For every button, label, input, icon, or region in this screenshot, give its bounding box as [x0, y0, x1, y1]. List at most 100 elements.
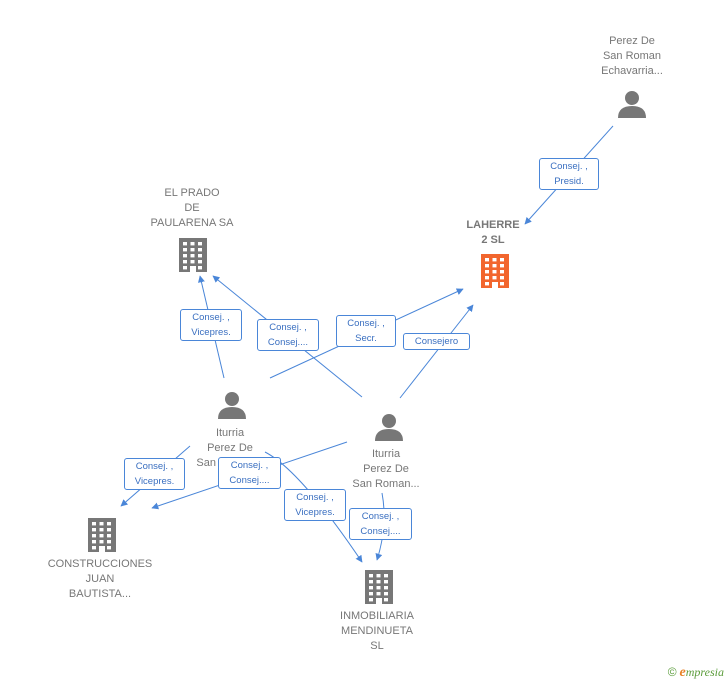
edge-line-iturria2-laherre — [399, 304, 474, 399]
node-label-inmobiliaria[interactable]: INMOBILIARIA MENDINUETA SL — [322, 609, 432, 654]
building-window — [92, 540, 96, 544]
node-label-perez-echavarria[interactable]: Perez De San Roman Echavarria... — [582, 34, 682, 79]
building-window — [384, 592, 388, 596]
person-icon[interactable] — [618, 91, 646, 118]
edge-label-line: Consej. , — [361, 511, 400, 522]
node-label-line: EL PRADO — [164, 187, 220, 199]
edge-label-consej-consej-construcciones[interactable]: Consej. , Consej.... — [218, 457, 281, 489]
building-icon[interactable] — [365, 570, 393, 604]
building-door — [190, 266, 196, 272]
edge-label-line: Consej. , — [192, 312, 230, 323]
edge-label-line: Vicepres. — [191, 327, 231, 338]
building-icon[interactable] — [88, 518, 116, 552]
icons-layer — [88, 91, 646, 604]
edge-label-consej-vicepres-inmobiliaria[interactable]: Consej. , Vicepres. — [284, 489, 346, 521]
building-window — [376, 592, 381, 596]
edge-label-consej-vicepres-elprado[interactable]: Consej. , Vicepres. — [180, 309, 242, 341]
empresia-watermark: ©empresia — [668, 665, 724, 681]
building-door — [492, 282, 498, 288]
node-label-line: Perez De — [207, 442, 253, 454]
person-icon[interactable] — [218, 392, 246, 419]
edge-label-line: Consej. , — [347, 318, 385, 329]
person-head — [382, 414, 396, 428]
edge-label-consej-consej-elprado[interactable]: Consej. , Consej.... — [257, 319, 319, 351]
node-label-construcciones[interactable]: CONSTRUCCIONES JUAN BAUTISTA... — [40, 557, 160, 602]
building-window — [107, 540, 111, 544]
building-window — [384, 586, 388, 590]
building-icon[interactable] — [179, 238, 207, 272]
building-window — [183, 266, 187, 270]
building-window — [492, 270, 497, 274]
building-window — [485, 264, 489, 268]
person-head — [225, 392, 239, 406]
node-label-line: San Roman... — [352, 478, 420, 490]
building-window — [190, 254, 195, 258]
edge-label-consejero[interactable]: Consejero — [403, 333, 470, 350]
node-label-line: JUAN — [85, 573, 115, 585]
person-icon[interactable] — [375, 414, 403, 441]
edge-label-consej-secr[interactable]: Consej. , Secr. — [336, 315, 396, 347]
building-window — [99, 522, 104, 526]
brand-name: mpresia — [685, 665, 724, 679]
building-window — [99, 540, 104, 544]
building-window — [92, 522, 96, 526]
building-window — [500, 270, 504, 274]
node-label-line: 2 SL — [481, 234, 505, 246]
person-body — [618, 106, 646, 118]
building-window — [492, 258, 497, 262]
building-window — [99, 528, 104, 532]
building-window — [92, 534, 96, 538]
building-window — [492, 264, 497, 268]
edge-label-line: Presid. — [554, 176, 584, 187]
node-label-line: Perez De — [609, 35, 655, 47]
building-window — [92, 528, 96, 532]
edge-label-consej-presid[interactable]: Consej. , Presid. — [539, 158, 599, 190]
building-door — [376, 598, 382, 604]
node-label-line: LAHERRE — [466, 219, 520, 231]
node-label-laherre[interactable]: LAHERRE 2 SL — [443, 218, 543, 248]
edge-label-line: Consej. , — [550, 161, 588, 172]
building-window — [369, 574, 373, 578]
edge-label-line: Consej. , — [135, 461, 174, 472]
building-window — [492, 276, 497, 280]
edge-label-consej-vicepres-construcciones[interactable]: Consej. , Vicepres. — [124, 458, 185, 490]
building-window — [107, 534, 111, 538]
building-window — [190, 242, 195, 246]
node-label-line: MENDINUETA — [341, 625, 413, 637]
building-window — [384, 574, 388, 578]
person-head — [625, 91, 639, 105]
building-door — [99, 546, 105, 552]
node-label-el-prado[interactable]: EL PRADO DE PAULARENA SA — [132, 186, 252, 231]
copyright-icon: © — [667, 665, 677, 679]
node-label-line: INMOBILIARIA — [340, 610, 414, 622]
building-window — [190, 248, 195, 252]
building-window — [190, 260, 195, 264]
edge-label-line: Secr. — [355, 333, 377, 344]
building-window — [107, 522, 111, 526]
node-label-line: PAULARENA SA — [150, 217, 234, 229]
building-window — [376, 586, 381, 590]
node-label-line: BAUTISTA... — [68, 588, 132, 600]
building-window — [198, 260, 202, 264]
person-body — [218, 407, 246, 419]
building-window — [369, 580, 373, 584]
node-label-iturria-2[interactable]: Iturria Perez De San Roman... — [336, 447, 436, 492]
node-label-line: DE — [184, 202, 200, 214]
building-window — [500, 258, 504, 262]
building-window — [107, 546, 111, 550]
building-icon[interactable] — [481, 254, 509, 288]
node-label-line: Echavarria... — [601, 65, 663, 77]
building-window — [183, 260, 187, 264]
node-label-line: Iturria — [371, 448, 401, 460]
edge-label-consej-consej-inmobiliaria[interactable]: Consej. , Consej.... — [349, 508, 412, 540]
building-window — [485, 282, 489, 286]
building-window — [198, 242, 202, 246]
building-window — [183, 254, 187, 258]
building-window — [500, 276, 504, 280]
edge-label-line: Consej.... — [360, 526, 401, 537]
edge-label-line: Consej. , — [269, 322, 307, 333]
building-window — [99, 534, 104, 538]
building-window — [376, 574, 381, 578]
edge-label-line: Vicepres. — [134, 476, 175, 487]
